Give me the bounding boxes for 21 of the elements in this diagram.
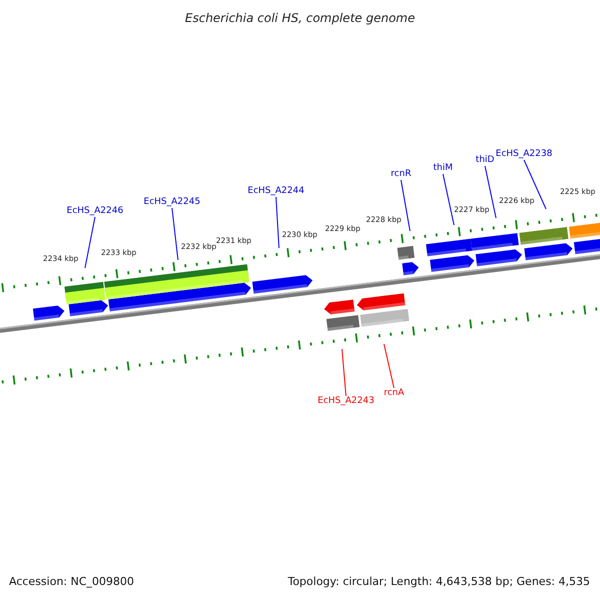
leader-line — [84, 216, 96, 268]
leader-line — [442, 174, 454, 226]
leader-line — [276, 196, 280, 248]
gene-label: rcnR — [390, 170, 412, 179]
leader-line — [484, 166, 496, 218]
leader-line — [342, 348, 346, 396]
leader-line — [172, 208, 178, 260]
gene-label: thiM — [433, 164, 453, 173]
gene-label: EcHS_A2243 — [318, 397, 374, 406]
leader-line — [524, 160, 546, 210]
leader-line — [384, 344, 394, 388]
gene-label: EcHS_A2245 — [144, 198, 200, 207]
gene-label: EcHS_A2238 — [496, 150, 552, 159]
genome-info-text: Topology: circular; Length: 4,643,538 bp; Genes: 4,535 — [288, 576, 590, 587]
gene-label: EcHS_A2246 — [66, 207, 124, 216]
gene-label: thiD — [476, 156, 494, 165]
gene-label: EcHS_A2244 — [248, 187, 304, 196]
gene-label: rcnA — [384, 389, 404, 398]
title: Escherichia coli HS, complete genome — [185, 12, 415, 24]
accession-text: Accession: NC_009800 — [9, 576, 134, 587]
leader-line — [400, 180, 410, 232]
